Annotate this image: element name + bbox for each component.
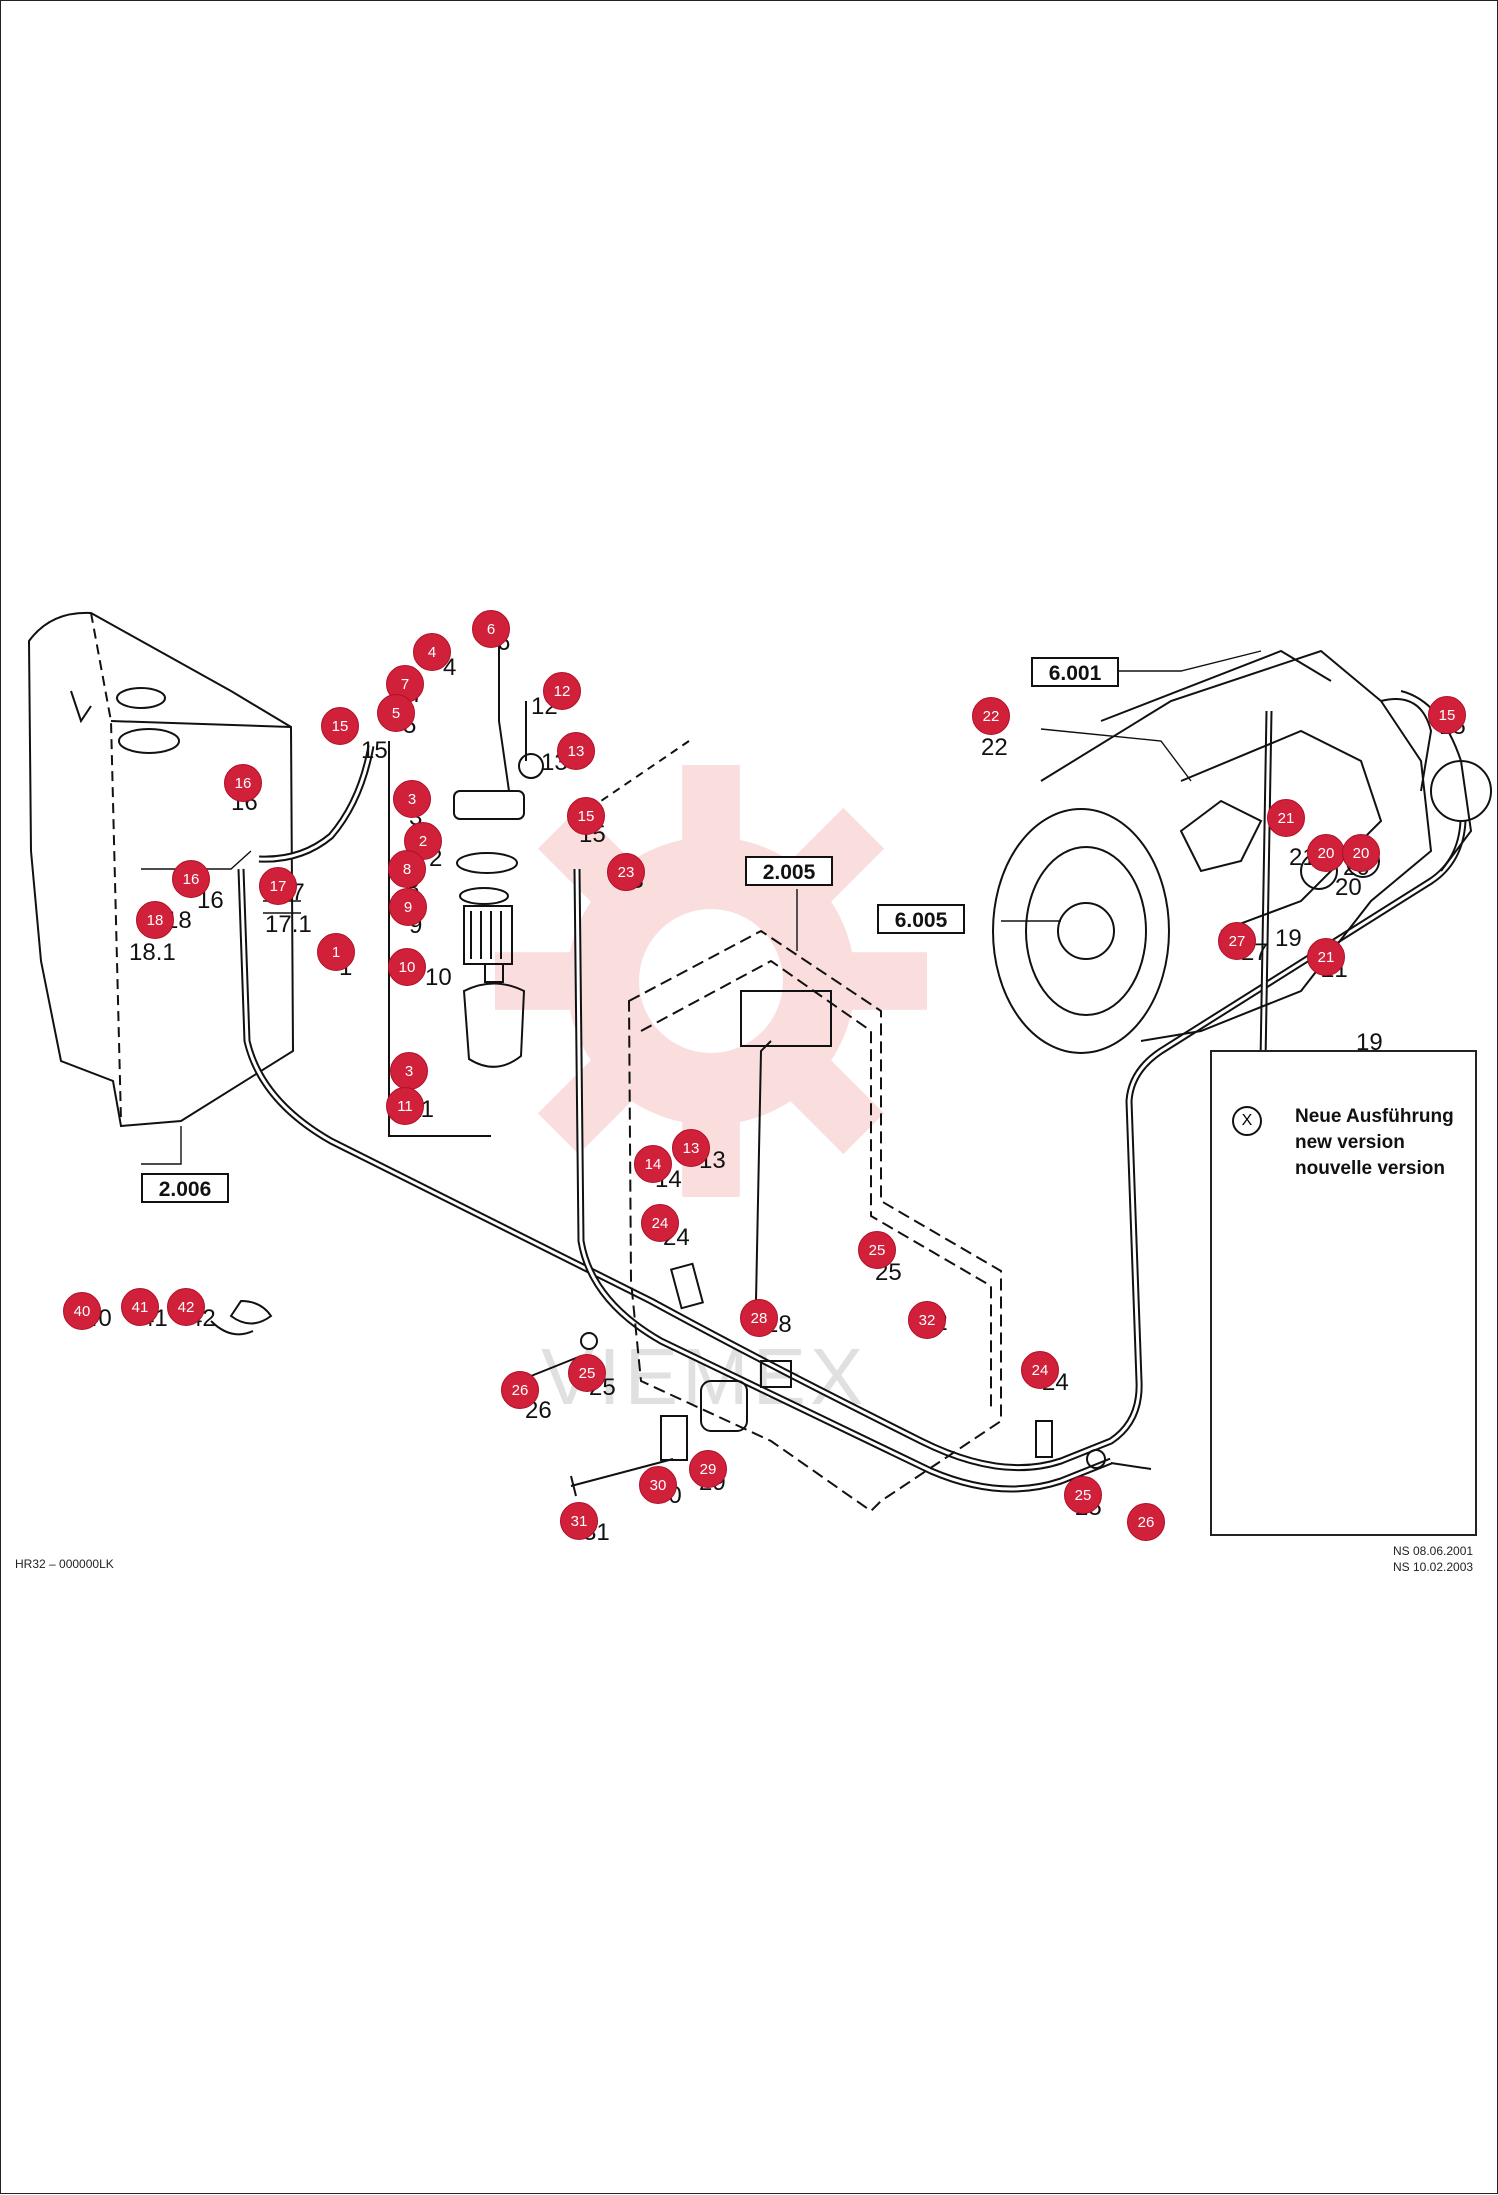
hotspot-part-11[interactable]: 11 <box>386 1087 424 1125</box>
reference-6005[interactable]: 6.005 <box>877 904 965 934</box>
engine-block <box>1040 649 1433 1042</box>
part-label: 10 <box>425 964 452 991</box>
revision-block: NS 08.06.2001 NS 10.02.2003 <box>1393 1543 1473 1575</box>
drawing-code: HR32 – 000000LK <box>15 1557 114 1571</box>
hotspot-part-26[interactable]: 26 <box>1127 1503 1165 1541</box>
legend-line-english: new version <box>1295 1132 1405 1153</box>
part-label: 15 <box>361 737 388 764</box>
hotspot-part-25[interactable]: 25 <box>568 1354 606 1392</box>
hotspot-part-13[interactable]: 13 <box>557 732 595 770</box>
reference-2006[interactable]: 2.006 <box>141 1173 229 1203</box>
hotspot-part-8[interactable]: 8 <box>388 850 426 888</box>
fuel-tank <box>27 611 295 1128</box>
new-version-legend: X Neue Ausführung new version nouvelle v… <box>1210 1050 1477 1536</box>
hotspot-part-15[interactable]: 15 <box>567 797 605 835</box>
hotspot-part-32[interactable]: 32 <box>908 1301 946 1339</box>
reference-6001[interactable]: 6.001 <box>1031 657 1119 687</box>
hotspot-part-40[interactable]: 40 <box>63 1292 101 1330</box>
hotspot-part-12[interactable]: 12 <box>543 672 581 710</box>
hotspot-part-16[interactable]: 16 <box>224 764 262 802</box>
hotspot-part-15[interactable]: 15 <box>321 707 359 745</box>
part-label: 20 <box>1335 874 1362 901</box>
hotspot-part-1[interactable]: 1 <box>317 933 355 971</box>
clamp-29 <box>700 1380 748 1432</box>
filter-head <box>453 790 525 820</box>
clamp-24b <box>1035 1420 1053 1458</box>
hotspot-part-29[interactable]: 29 <box>689 1450 727 1488</box>
legend-line-german: Neue Ausführung <box>1295 1106 1454 1127</box>
reference-2005[interactable]: 2.005 <box>745 856 833 886</box>
hotspot-part-30[interactable]: 30 <box>639 1466 677 1504</box>
clamp-28 <box>760 1360 792 1388</box>
bolt-26b <box>1110 1462 1152 1470</box>
hotspot-part-20[interactable]: 20 <box>1342 834 1380 872</box>
hotspot-part-4[interactable]: 4 <box>413 633 451 671</box>
hotspot-part-41[interactable]: 41 <box>121 1288 159 1326</box>
hotspot-part-3[interactable]: 3 <box>393 780 431 818</box>
hotspot-part-6[interactable]: 6 <box>472 610 510 648</box>
hotspot-part-18[interactable]: 18 <box>136 901 174 939</box>
hotspot-part-42[interactable]: 42 <box>167 1288 205 1326</box>
bolt-31 <box>570 1458 674 1497</box>
clamp-24a <box>669 1262 705 1310</box>
new-version-symbol: X <box>1232 1106 1262 1136</box>
legend-line-french: nouvelle version <box>1295 1158 1445 1179</box>
hotspot-part-24[interactable]: 24 <box>1021 1351 1059 1389</box>
hotspot-part-25[interactable]: 25 <box>1064 1476 1102 1514</box>
revision-1: NS 08.06.2001 <box>1393 1544 1474 1558</box>
hotspot-part-16[interactable]: 16 <box>172 860 210 898</box>
hotspot-part-14[interactable]: 14 <box>634 1145 672 1183</box>
hotspot-part-21[interactable]: 21 <box>1307 938 1345 976</box>
hotspot-part-10[interactable]: 10 <box>388 948 426 986</box>
part-label: 19 <box>1275 925 1302 952</box>
plate-30 <box>660 1415 688 1461</box>
revision-2: NS 10.02.2003 <box>1393 1560 1474 1574</box>
hotspot-part-5[interactable]: 5 <box>377 694 415 732</box>
hotspot-part-26[interactable]: 26 <box>501 1371 539 1409</box>
hose-clamp-42 <box>229 1299 273 1325</box>
hotspot-part-24[interactable]: 24 <box>641 1204 679 1242</box>
engine-flywheel-housing <box>992 808 1170 1054</box>
legend-text: Neue Ausführung new version nouvelle ver… <box>1295 1104 1454 1182</box>
hotspot-part-3[interactable]: 3 <box>390 1052 428 1090</box>
hotspot-part-13[interactable]: 13 <box>672 1129 710 1167</box>
part-label: 22 <box>981 734 1008 761</box>
hotspot-part-21[interactable]: 21 <box>1267 799 1305 837</box>
hotspot-part-31[interactable]: 31 <box>560 1502 598 1540</box>
frame-block <box>627 929 1002 1513</box>
part-label: 18.1 <box>129 939 176 966</box>
hotspot-part-9[interactable]: 9 <box>389 888 427 926</box>
hotspot-part-23[interactable]: 23 <box>607 853 645 891</box>
hotspot-part-22[interactable]: 22 <box>972 697 1010 735</box>
hotspot-part-20[interactable]: 20 <box>1307 834 1345 872</box>
hotspot-part-28[interactable]: 28 <box>740 1299 778 1337</box>
hotspot-part-15[interactable]: 15 <box>1428 696 1466 734</box>
filter-bowl <box>462 982 526 1068</box>
hotspot-part-25[interactable]: 25 <box>858 1231 896 1269</box>
part-label: 17.1 <box>265 911 312 938</box>
hotspot-part-17[interactable]: 17 <box>259 867 297 905</box>
hotspot-part-27[interactable]: 27 <box>1218 922 1256 960</box>
